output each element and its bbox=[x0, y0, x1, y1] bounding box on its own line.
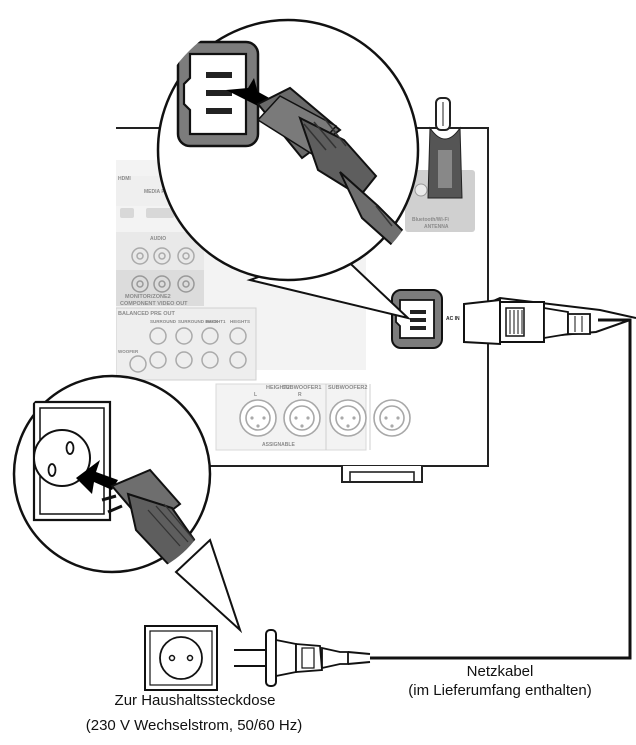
subwoofer1-label: SUBWOOFER1 bbox=[282, 385, 321, 391]
outlet-caption-spec: (230 V Wechselstrom, 50/60 Hz) bbox=[74, 717, 314, 734]
heights-r: R bbox=[298, 392, 302, 398]
audio-label: AUDIO bbox=[150, 236, 166, 242]
antenna-label-1: Bluetooth/Wi-Fi bbox=[412, 217, 450, 223]
receiver-foot bbox=[342, 466, 422, 482]
surround-label: SURROUND bbox=[150, 319, 177, 324]
antenna bbox=[428, 98, 462, 198]
zoom-callout-outlet bbox=[14, 376, 240, 630]
ac-in-label: AC IN bbox=[446, 316, 460, 322]
antenna-label-2: ANTENNA bbox=[424, 224, 449, 230]
wall-outlet bbox=[145, 626, 217, 690]
monitor-label-1: MONITOR/ZONE2 bbox=[125, 294, 171, 300]
cable-caption-title: Netzkabel bbox=[430, 663, 570, 680]
preout-label: BALANCED PRE OUT bbox=[118, 311, 175, 317]
ac-in-socket: AC IN bbox=[392, 290, 460, 348]
heights-top-label: HEIGHTS bbox=[230, 319, 250, 324]
assignable-label: ASSIGNABLE bbox=[262, 442, 295, 448]
woofer-label: WOOFER bbox=[118, 349, 139, 354]
wall-outlet-closeup bbox=[34, 402, 110, 520]
height1-label: HEIGHT1 bbox=[206, 319, 226, 324]
cable-caption-note: (im Lieferumfang enthalten) bbox=[386, 682, 614, 699]
schuko-plug bbox=[234, 630, 370, 686]
heights-l: L bbox=[254, 392, 257, 398]
monitor-label-2: COMPONENT VIDEO OUT bbox=[120, 301, 188, 307]
outlet-caption-title: Zur Haushaltssteckdose bbox=[100, 692, 290, 709]
subwoofer2-label: SUBWOOFER2 bbox=[328, 385, 367, 391]
hdmi-label: HDMI bbox=[118, 176, 131, 182]
